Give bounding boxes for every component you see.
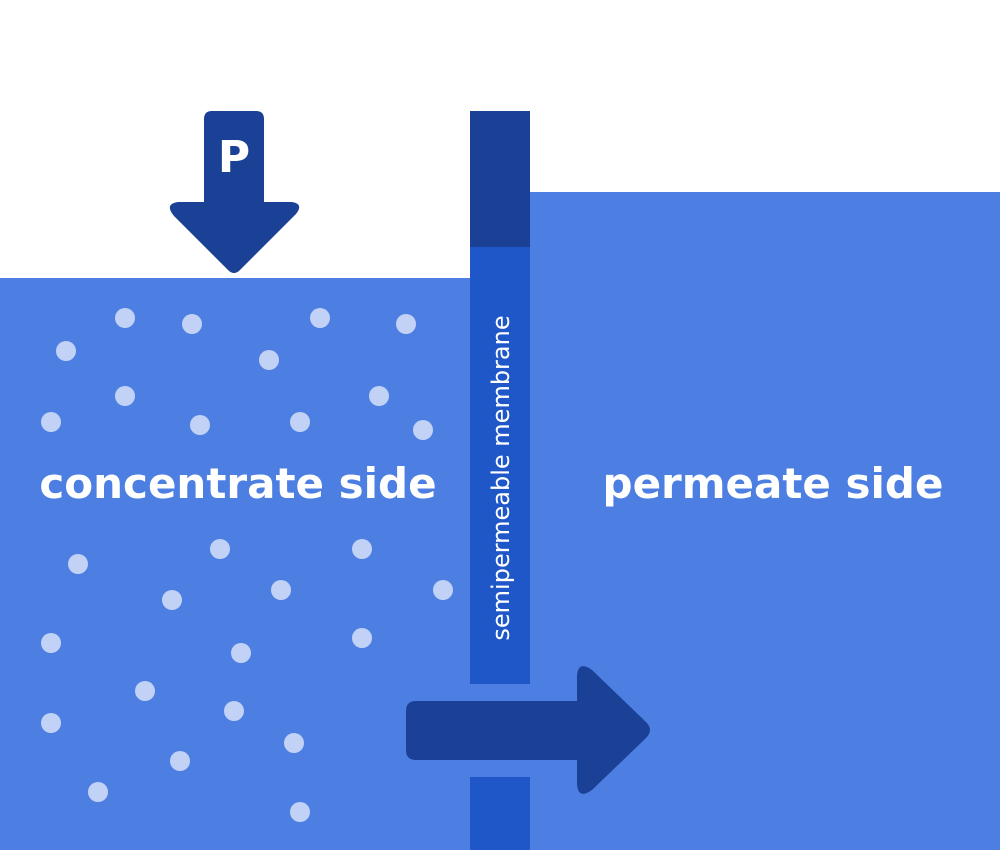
solute-particle-icon [284,733,304,753]
solute-particle-icon [170,751,190,771]
solute-particle-icon [369,386,389,406]
solute-particle-icon [259,350,279,370]
solute-particle-icon [271,580,291,600]
solute-particle-icon [396,314,416,334]
solute-particle-icon [310,308,330,328]
solute-particle-icon [231,643,251,663]
solute-particle-icon [68,554,88,574]
permeate-side-label: permeate side [603,459,944,508]
membrane-bottom-segment [470,777,530,850]
arrow-right-icon [406,666,650,794]
solute-particles [41,308,453,822]
solute-particle-icon [210,539,230,559]
solute-particle-icon [41,412,61,432]
solute-particle-icon [290,802,310,822]
solute-particle-icon [290,412,310,432]
pressure-label: P [218,132,250,183]
solute-particle-icon [182,314,202,334]
solute-particle-icon [115,386,135,406]
solute-particle-icon [41,633,61,653]
concentrate-side-label: concentrate side [39,459,436,508]
solute-particle-icon [352,539,372,559]
solute-particle-icon [352,628,372,648]
solute-particle-icon [41,713,61,733]
solute-particle-icon [56,341,76,361]
solute-particle-icon [88,782,108,802]
arrow-down-icon: P [169,111,300,273]
membrane-top-segment [470,111,530,247]
solute-particle-icon [190,415,210,435]
solute-particle-icon [162,590,182,610]
solute-particle-icon [413,420,433,440]
solute-particle-icon [115,308,135,328]
membrane-label: semipermeable membrane [487,315,515,640]
permeate-flow-arrow [406,666,650,794]
pressure-arrow [169,111,300,273]
solute-particle-icon [224,701,244,721]
solute-particle-icon [433,580,453,600]
solute-particle-icon [135,681,155,701]
membrane-middle-segment [470,247,530,684]
